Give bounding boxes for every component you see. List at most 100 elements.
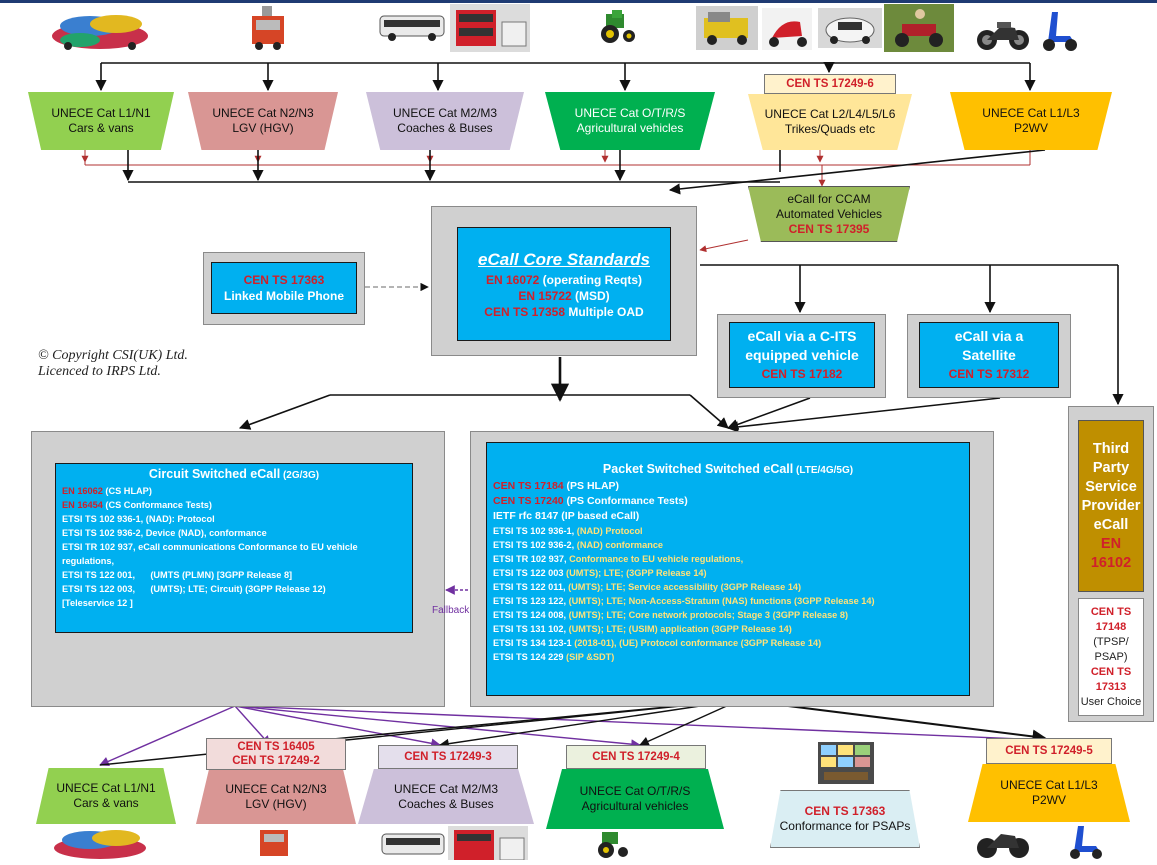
- tpsp-line-4: Provider: [1081, 497, 1141, 514]
- p2wv-standard-text: CEN TS 17249-5: [1005, 745, 1093, 757]
- core-title: eCall Core Standards: [478, 250, 650, 269]
- tpsp-sub-std-2b: 17313: [1095, 680, 1127, 693]
- truck-icon: [256, 826, 292, 860]
- agri-category-bottom: UNECE Cat O/T/R/S Agricultural vehicles: [546, 769, 724, 829]
- category-line2: Coaches & Buses: [398, 796, 494, 811]
- quad-bike-icon: [884, 4, 954, 52]
- category-line1: UNECE Cat L1/N1: [56, 781, 156, 795]
- ccam-box: eCall for CCAM Automated Vehicles CEN TS…: [748, 186, 910, 242]
- tpsp-line-2: Party: [1092, 459, 1130, 476]
- core-std-1: EN 16072: [485, 273, 540, 287]
- packet-line-9: ETSI TS 134 123-1 (2018-01), (UE) Protoc…: [493, 638, 822, 648]
- category-line2: LGV (HGV): [245, 797, 307, 811]
- coach-icon: [380, 832, 446, 858]
- coach-icon: [378, 12, 446, 42]
- trikes-category-top: UNECE Cat L2/L4/L5/L6 Trikes/Quads etc: [748, 94, 912, 150]
- packet-std-2: CEN TS 17240 (PS Conformance Tests): [493, 495, 688, 507]
- packet-std-1: CEN TS 17184 (PS HLAP): [493, 480, 620, 492]
- lgv-standard-2: CEN TS 17249-2: [232, 755, 320, 767]
- lgv-category-bottom: UNECE Cat N2/N3 LGV (HGV): [196, 770, 356, 824]
- scooter-icon: [762, 8, 812, 50]
- tpsp-line-1: Third: [1092, 440, 1130, 457]
- tpsp-sub-text-2: PSAP): [1094, 650, 1128, 663]
- packet-line-5: ETSI TS 122 011, (UMTS); LTE; Service ac…: [493, 582, 802, 592]
- category-line1: UNECE Cat L1/N1: [51, 106, 151, 120]
- core-txt-3: Multiple OAD: [565, 305, 644, 319]
- category-line1: UNECE Cat O/T/R/S: [574, 106, 686, 120]
- motorcycle-icon: [975, 14, 1031, 52]
- trikes-standard-tag: CEN TS 17249-6: [764, 74, 896, 94]
- tpsp-std-1: EN: [1100, 535, 1122, 552]
- psap-box: CEN TS 17363 Conformance for PSAPs: [770, 790, 920, 848]
- circuit-line-6: regulations,: [62, 556, 115, 566]
- circuit-line-8: ETSI TS 122 003, (UMTS); LTE; Circuit) (…: [62, 584, 326, 594]
- bus-icon: [448, 826, 528, 861]
- trikes-standard-text: CEN TS 17249-6: [786, 78, 874, 90]
- tpsp-std-2: 16102: [1090, 554, 1132, 571]
- circuit-line-3: ETSI TS 102 936-1, (NAD): Protocol: [62, 514, 215, 524]
- cars-vans-category-top: UNECE Cat L1/N1 Cars & vans: [28, 92, 174, 150]
- core-std-3: CEN TS 17358: [484, 305, 566, 319]
- car-pile-icon: [50, 826, 150, 860]
- circuit-switched-box: Circuit Switched eCall (2G/3G) EN 16062 …: [55, 463, 413, 633]
- agri-standard-tag: CEN TS 17249-4: [566, 745, 706, 769]
- category-line1: UNECE Cat N2/N3: [212, 106, 314, 120]
- scooter-icon: [1066, 822, 1104, 860]
- psap-control-room-icon: [818, 742, 874, 784]
- ccam-standard: CEN TS 17395: [788, 221, 870, 236]
- tpsp-sub-box: CEN TS 17148 (TPSP/ PSAP) CEN TS 17313 U…: [1078, 598, 1144, 716]
- packet-line-4: ETSI TS 122 003 (UMTS); LTE; (3GPP Relea…: [493, 568, 707, 578]
- cars-vans-category-bottom: UNECE Cat L1/N1 Cars & vans: [36, 768, 176, 824]
- packet-line-10: ETSI TS 124 229 (SIP &SDT): [493, 652, 615, 662]
- core-txt-1: (operating Reqts): [539, 273, 643, 287]
- lgv-standard-1: CEN TS 16405: [237, 741, 315, 753]
- category-line2: Agricultural vehicles: [576, 121, 684, 135]
- satellite-line1: eCall via a: [954, 327, 1024, 344]
- psap-standard: CEN TS 17363: [804, 804, 886, 818]
- category-line2: Coaches & Buses: [397, 121, 493, 135]
- category-line1: UNECE Cat L1/L3: [1000, 778, 1098, 792]
- coaches-standard-tag: CEN TS 17249-3: [378, 745, 518, 769]
- p2wv-category-top: UNECE Cat L1/L3 P2WV: [950, 92, 1112, 150]
- tpsp-sub-text-1: (TPSP/: [1093, 635, 1129, 648]
- packet-ietf: IETF rfc 8147 (IP based eCall): [493, 510, 640, 522]
- category-line1: UNECE Cat N2/N3: [225, 782, 327, 796]
- category-line2: Cars & vans: [73, 796, 139, 810]
- packet-title: Packet Switched Switched eCall (LTE/4G/5…: [493, 461, 963, 479]
- coaches-standard-text: CEN TS 17249-3: [404, 751, 492, 763]
- packet-title-text: Packet Switched Switched eCall: [602, 462, 794, 476]
- cits-standard: CEN TS 17182: [761, 366, 843, 381]
- packet-line-1: ETSI TS 102 936-1, (NAD) Protocol: [493, 526, 643, 536]
- category-line1: UNECE Cat O/T/R/S: [579, 784, 691, 798]
- packet-line-8: ETSI TS 131 102, (UMTS); LTE; (USIM) app…: [493, 624, 792, 634]
- agri-category-top: UNECE Cat O/T/R/S Agricultural vehicles: [545, 92, 715, 150]
- satellite-line2: Satellite: [962, 346, 1016, 363]
- tpsp-box: Third Party Service Provider eCall EN 16…: [1078, 420, 1144, 592]
- circuit-title: Circuit Switched eCall (2G/3G): [62, 466, 406, 484]
- scooter-icon: [1040, 6, 1078, 52]
- linked-phone-box: CEN TS 17363 Linked Mobile Phone: [211, 262, 357, 314]
- satellite-standard: CEN TS 17312: [948, 366, 1030, 381]
- tractor-icon: [598, 8, 638, 44]
- circuit-std-1: EN 16062 (CS HLAP): [62, 486, 152, 496]
- coaches-category-top: UNECE Cat M2/M3 Coaches & Buses: [366, 92, 524, 150]
- p2wv-standard-tag: CEN TS 17249-5: [986, 738, 1112, 764]
- category-line2: Agricultural vehicles: [581, 799, 689, 813]
- packet-line-7: ETSI TS 124 008, (UMTS); LTE; Core netwo…: [493, 610, 849, 620]
- category-line1: UNECE Cat M2/M3: [392, 106, 498, 120]
- cits-line2: equipped vehicle: [745, 346, 859, 363]
- circuit-line-7: ETSI TS 122 001, (UMTS (PLMN) [3GPP Rele…: [62, 570, 293, 580]
- cits-box: eCall via a C-ITS equipped vehicle CEN T…: [729, 322, 875, 388]
- packet-line-2: ETSI TS 102 936-2, (NAD) conformance: [493, 540, 664, 550]
- utility-vehicle-icon: [696, 6, 758, 50]
- microcar-icon: [818, 8, 882, 48]
- circuit-line-5: ETSI TR 102 937, eCall communications Co…: [62, 542, 358, 552]
- ccam-line1: eCall for CCAM: [787, 191, 871, 206]
- packet-title-suffix: (LTE/4G/5G): [793, 465, 854, 476]
- category-line1: UNECE Cat L1/L3: [982, 106, 1080, 120]
- tpsp-sub-std-1b: 17148: [1095, 620, 1127, 633]
- circuit-line-4: ETSI TS 102 936-2, Device (NAD), conform…: [62, 528, 267, 538]
- core-line-1: EN 16072 (operating Reqts): [486, 272, 642, 288]
- category-line1: UNECE Cat L2/L4/L5/L6: [764, 107, 896, 121]
- core-standards-box: eCall Core Standards EN 16072 (operating…: [457, 227, 671, 341]
